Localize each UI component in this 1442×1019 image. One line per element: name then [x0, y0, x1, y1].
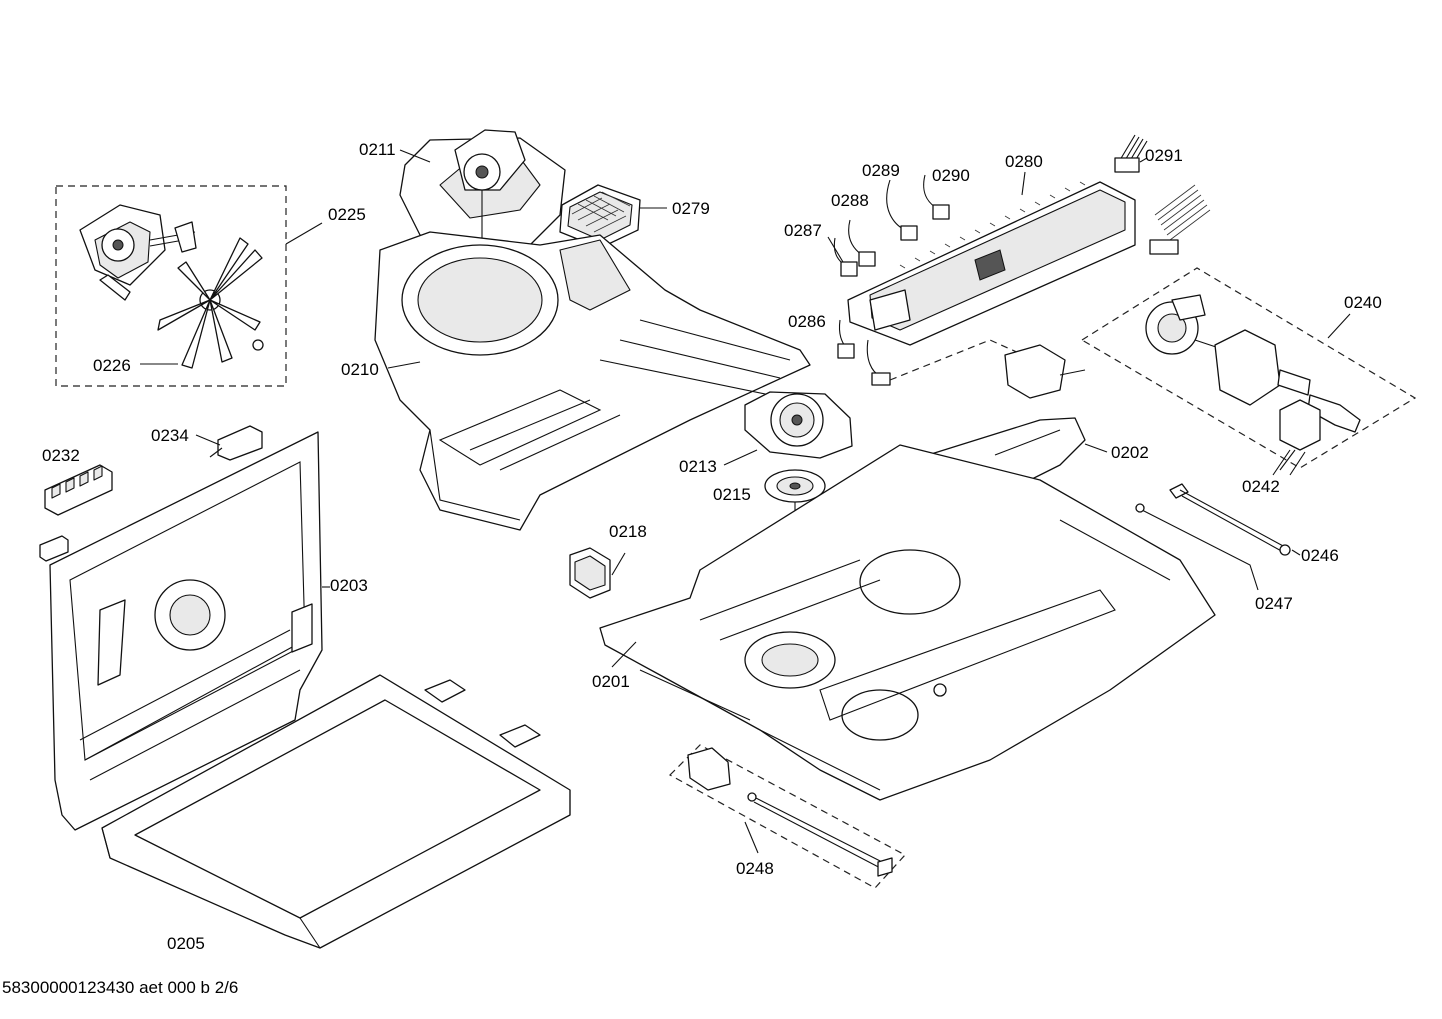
heating-rod-0246	[1169, 483, 1291, 556]
group-box-0240	[1080, 267, 1417, 469]
control-module-0280	[847, 181, 1136, 346]
wire-connector-0291	[1114, 134, 1148, 173]
connector-block-0234	[217, 425, 263, 461]
rear-panel-0210	[374, 231, 811, 531]
bottom-frame-0205	[101, 674, 571, 949]
connector-0287	[833, 237, 858, 277]
blower-0213	[744, 391, 853, 459]
connector-0290	[923, 174, 950, 220]
thermostat-0240	[1145, 294, 1361, 433]
filter-block-0279	[559, 184, 641, 249]
door-switch	[1004, 344, 1086, 399]
label-0211: 0211	[359, 140, 396, 159]
label-0246: 0246	[1301, 546, 1339, 565]
base-plate-0201	[599, 444, 1216, 801]
label-0205: 0205	[167, 934, 205, 953]
fan-impeller-0226	[157, 237, 264, 369]
label-0291: 0291	[1145, 146, 1183, 165]
terminal-strip-0232	[39, 464, 113, 562]
label-0240: 0240	[1344, 293, 1382, 312]
wire-bundle	[1149, 184, 1211, 255]
label-0202: 0202	[1111, 443, 1149, 462]
fan-motor-0225	[79, 204, 197, 301]
label-0226: 0226	[93, 356, 131, 375]
label-0248: 0248	[736, 859, 774, 878]
connector-0289	[886, 179, 918, 241]
label-0280: 0280	[1005, 152, 1043, 171]
fan-wheel-0215	[764, 469, 826, 660]
connector-0288	[848, 219, 876, 267]
label-0210: 0210	[341, 360, 379, 379]
label-0218: 0218	[609, 522, 647, 541]
label-0232: 0232	[42, 446, 80, 465]
label-0201: 0201	[592, 672, 630, 691]
label-0286: 0286	[788, 312, 826, 331]
label-0289: 0289	[862, 161, 900, 180]
side-panel-0203	[49, 431, 323, 831]
label-0242: 0242	[1242, 477, 1280, 496]
bracket-0218	[569, 547, 611, 599]
fan-housing-0211	[399, 129, 566, 260]
label-0287: 0287	[784, 221, 822, 240]
label-0290: 0290	[932, 166, 970, 185]
label-0288: 0288	[831, 191, 869, 210]
label-0279: 0279	[672, 199, 710, 218]
label-0203: 0203	[330, 576, 368, 595]
limiter-0242	[1272, 399, 1321, 476]
label-0247: 0247	[1255, 594, 1293, 613]
document-id: 58300000123430 aet 000 b 2/6	[2, 978, 239, 997]
connector-0286	[837, 319, 855, 359]
label-0215: 0215	[713, 485, 751, 504]
label-0213: 0213	[679, 457, 717, 476]
heating-rod-0247	[1135, 503, 1259, 591]
label-0225: 0225	[328, 205, 366, 224]
group-box-0225	[55, 185, 287, 387]
label-0234: 0234	[151, 426, 189, 445]
bracket-0248	[687, 747, 893, 877]
